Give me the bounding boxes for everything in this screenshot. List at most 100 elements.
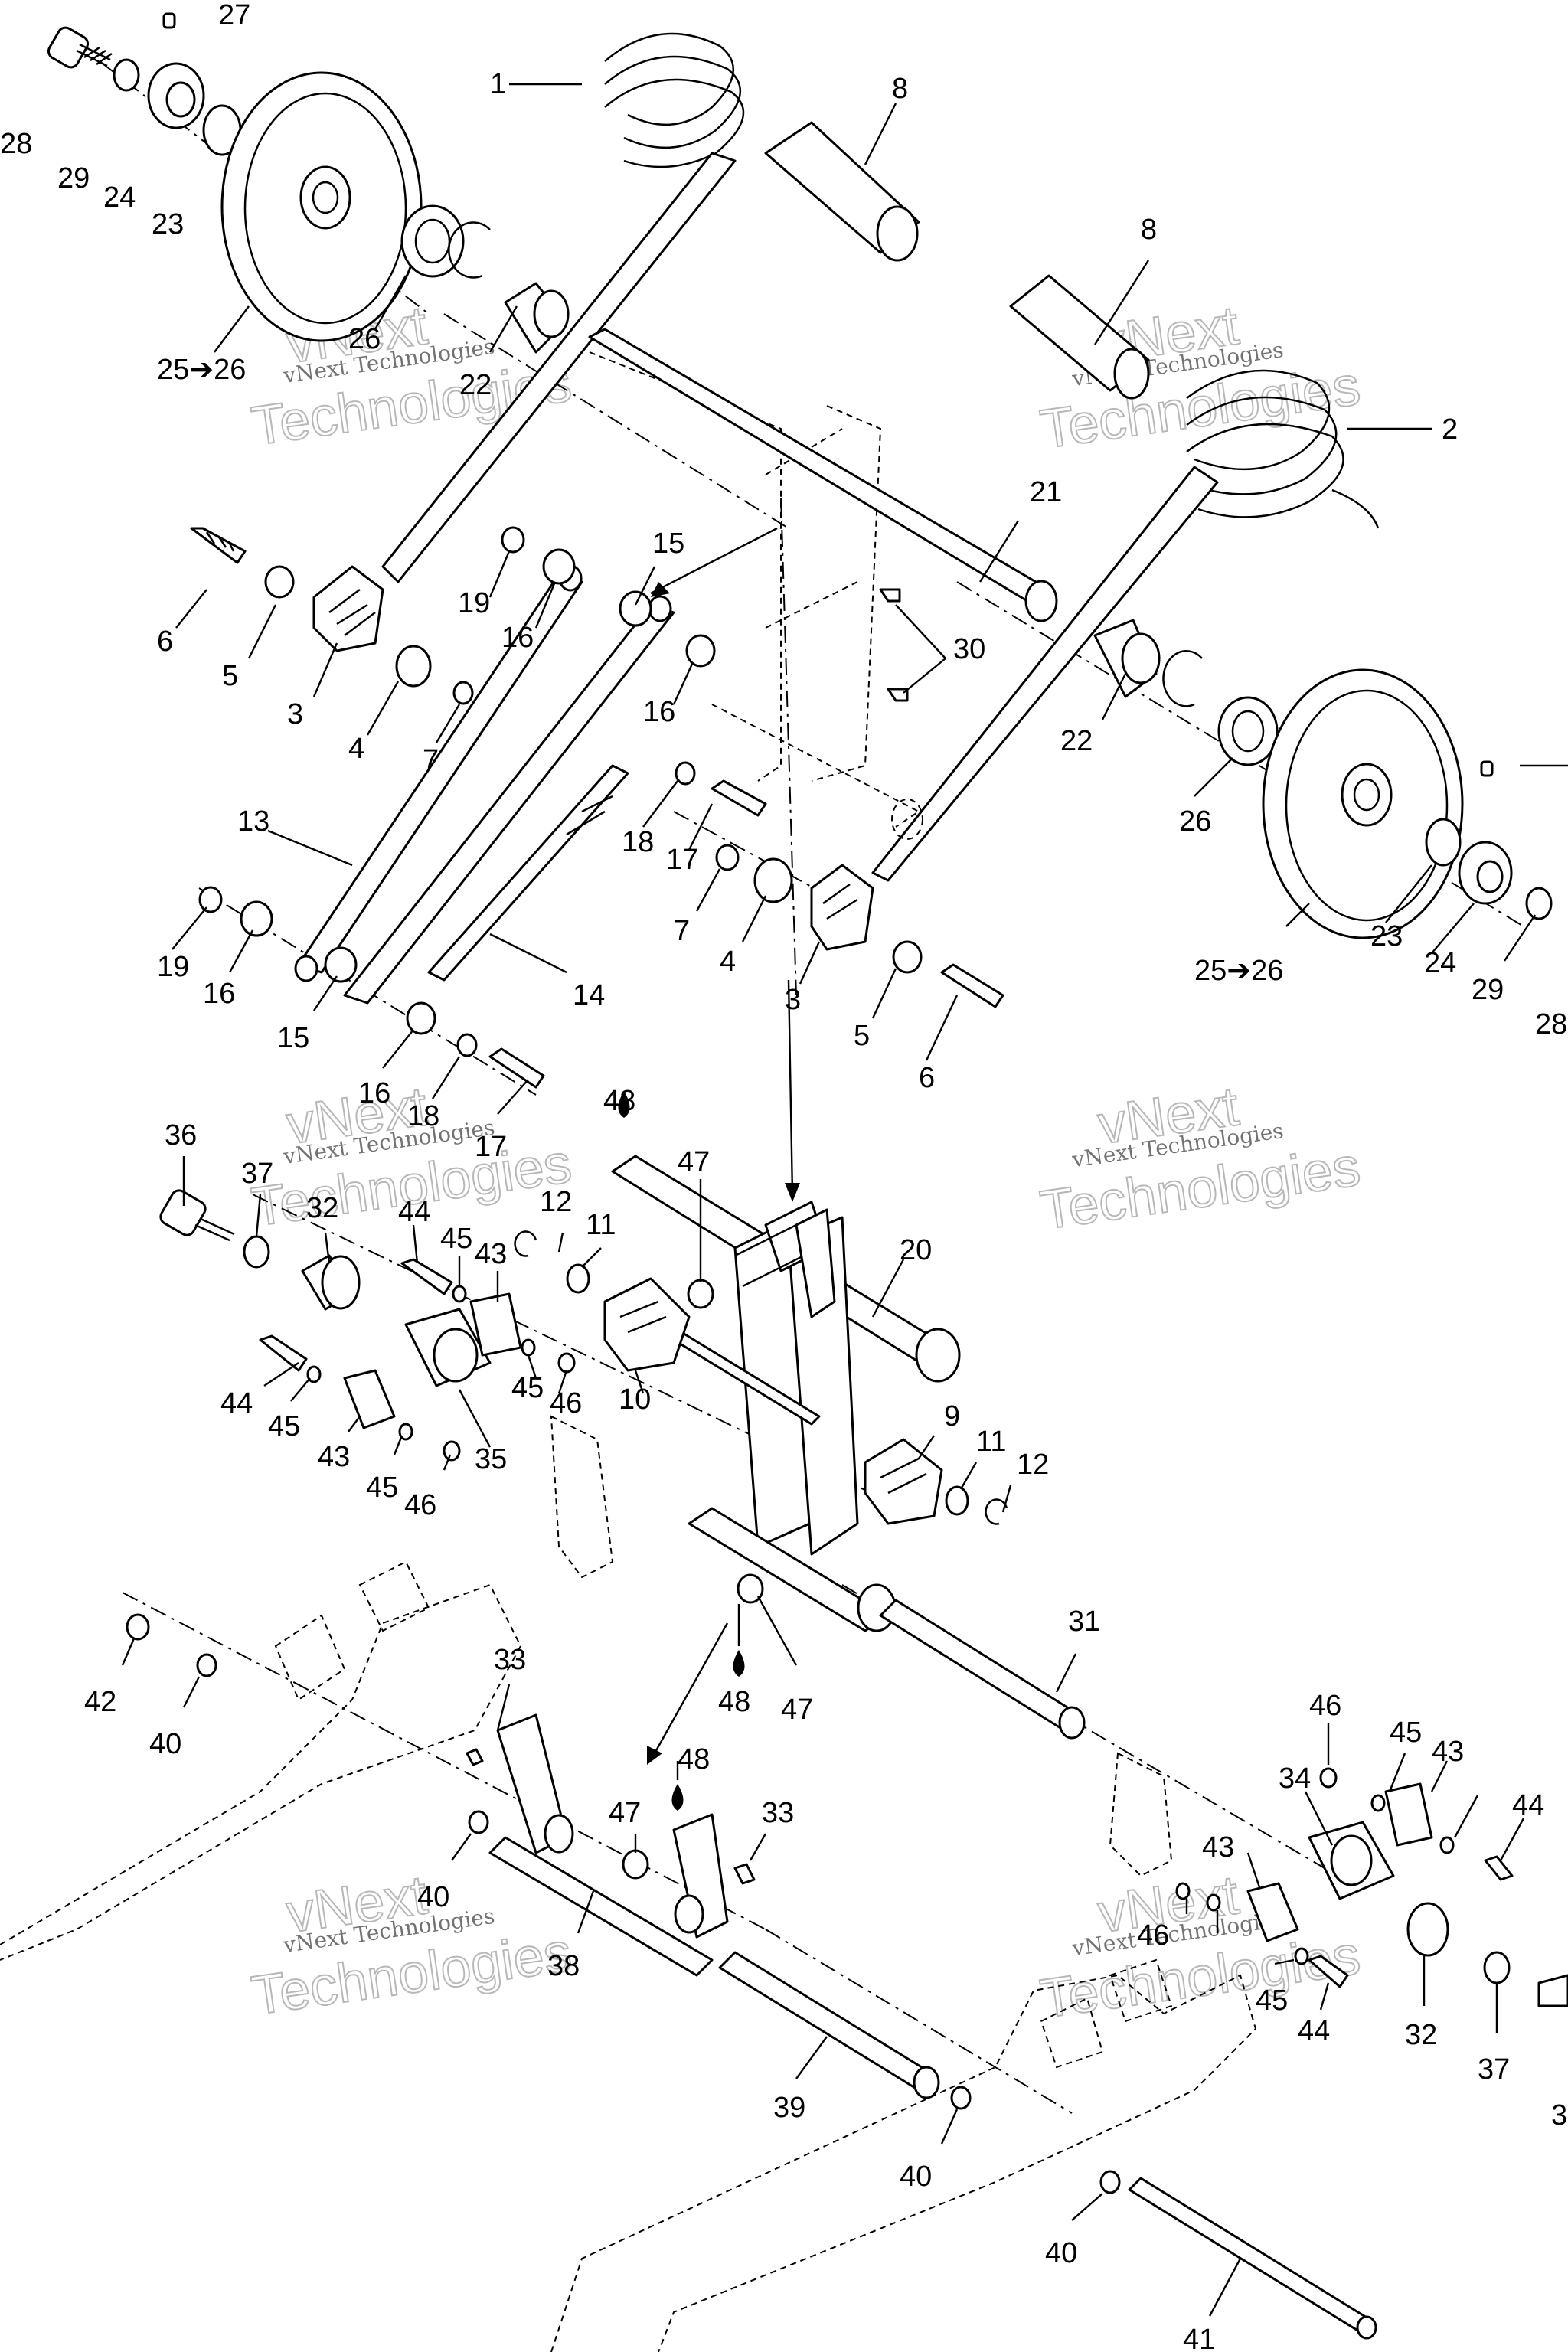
bracket-mid-right [1109, 1752, 1173, 1877]
callout-45-top: 45 [440, 1223, 472, 1255]
callout-15-top: 15 [652, 528, 684, 560]
cap-43-top [469, 1292, 522, 1357]
callout-48-bottom: 48 [678, 1743, 710, 1775]
callout-7-left: 7 [423, 744, 439, 776]
bolt-17-mid [710, 779, 767, 817]
leader-lines [121, 83, 1568, 2317]
callout-25-right: 25➔26 [1194, 955, 1283, 987]
torsion-spring-1 [381, 32, 745, 583]
callout-1: 1 [490, 68, 506, 100]
screw-44-right-lower [1308, 1955, 1349, 1988]
callout-4-left: 4 [348, 733, 364, 765]
callout-44-right-lower: 44 [1298, 2015, 1330, 2047]
bushing-4-left [395, 645, 432, 688]
callout-28-left: 28 [0, 128, 32, 160]
bearing-26-right [1217, 696, 1279, 766]
cap-43-lower [343, 1369, 396, 1429]
callout-46-top: 46 [550, 1387, 582, 1419]
callout-41: 41 [1183, 2324, 1215, 2352]
callout-22-left: 22 [459, 369, 492, 401]
callout-5-right: 5 [854, 1020, 870, 1052]
washer-45-lower [306, 1365, 322, 1383]
callout-23-left: 23 [152, 208, 184, 240]
callout-19-bottom: 19 [157, 951, 189, 983]
callout-27: 27 [218, 0, 250, 31]
bolt-41 [1128, 2177, 1377, 2340]
callout-47-mid: 47 [781, 1694, 813, 1726]
washer-29-right [1525, 887, 1553, 920]
callout-43-top: 43 [475, 1238, 507, 1270]
callout-47-top: 47 [678, 1146, 710, 1178]
callout-32-right: 32 [1405, 2019, 1437, 2051]
link-13 [294, 564, 583, 982]
washer-45-top [452, 1285, 467, 1303]
grease-drop-48-top [618, 1091, 630, 1118]
bushing-4-right [753, 858, 793, 903]
washer-45-right-lower-b [1294, 1947, 1309, 1965]
grease-fitting-47-bottom [622, 1849, 649, 1880]
screw-44-right-top [1484, 1855, 1514, 1881]
bushing-15-bottom [324, 946, 358, 983]
callout-48-mid: 48 [718, 1686, 750, 1718]
spacer-22-left [504, 282, 570, 354]
callout-48-top: 48 [603, 1085, 635, 1117]
callout-7-right: 7 [674, 915, 690, 947]
washer-40-b [468, 1810, 489, 1834]
callout-46-right-lower: 46 [1137, 1919, 1169, 1952]
callout-46-lower: 46 [404, 1489, 436, 1521]
collar-24-right [1458, 841, 1513, 905]
callout-44-right-top: 44 [1512, 1789, 1544, 1821]
bushing-15-top [619, 590, 652, 627]
callout-29-right: 29 [1472, 974, 1504, 1006]
pivot-10 [603, 1277, 691, 1372]
washer-40-a [196, 1653, 217, 1677]
collar-24-left [147, 62, 205, 129]
callout-22-right: 22 [1060, 725, 1093, 757]
callout-21: 21 [1030, 476, 1062, 508]
callout-16-bottom-b: 16 [358, 1077, 390, 1109]
callout-6-left: 6 [157, 626, 173, 658]
callout-46-right-top: 46 [1309, 1690, 1341, 1722]
clip-12-right [985, 1498, 1008, 1525]
callout-38: 38 [547, 1950, 580, 1982]
callout-16-bottom: 16 [203, 978, 235, 1010]
set-screw-right [1480, 760, 1494, 777]
wheel-assembly-left [47, 12, 570, 354]
washer-46-right-lower [1175, 1882, 1191, 1900]
callout-17-mid: 17 [666, 844, 698, 876]
nut-7-right [715, 844, 740, 871]
callout-40-d: 40 [1045, 2237, 1077, 2269]
callout-24-left: 24 [103, 181, 136, 214]
clip-12-left [514, 1230, 537, 1257]
callout-44-top: 44 [398, 1196, 430, 1228]
grease-drop-48-bottom [671, 1784, 684, 1811]
sleeve-8-top [764, 121, 920, 262]
decal-14 [427, 764, 629, 982]
callout-29-left: 29 [57, 162, 90, 194]
callout-42: 42 [84, 1686, 116, 1718]
bolt-28-left [47, 26, 113, 69]
callout-32-left: 32 [306, 1192, 338, 1224]
callout-45-mid: 45 [511, 1372, 544, 1404]
callout-17-bottom: 17 [475, 1131, 507, 1163]
washer-5-right [892, 940, 923, 974]
callout-33-right: 33 [762, 1797, 794, 1829]
callout-23-right: 23 [1370, 920, 1403, 952]
washer-29-left [113, 58, 140, 92]
washer-37-right [1483, 1951, 1511, 1984]
callout-43-right-lower: 43 [1202, 1831, 1234, 1864]
callout-26-left: 26 [348, 323, 381, 355]
callout-10: 10 [619, 1383, 651, 1416]
callout-36-right: 3 [1551, 2099, 1567, 2132]
nut-42 [126, 1613, 150, 1641]
callout-8-right: 8 [1141, 214, 1157, 246]
washer-40-c [950, 2086, 972, 2110]
callout-39: 39 [773, 2092, 805, 2124]
callout-31: 31 [1068, 1606, 1100, 1638]
pivot-block-3-left [312, 565, 384, 652]
callout-11-right: 11 [976, 1426, 1006, 1458]
bushing-16-top [542, 548, 576, 585]
callout-40-b: 40 [417, 1881, 449, 1913]
callout-34: 34 [1279, 1762, 1311, 1795]
